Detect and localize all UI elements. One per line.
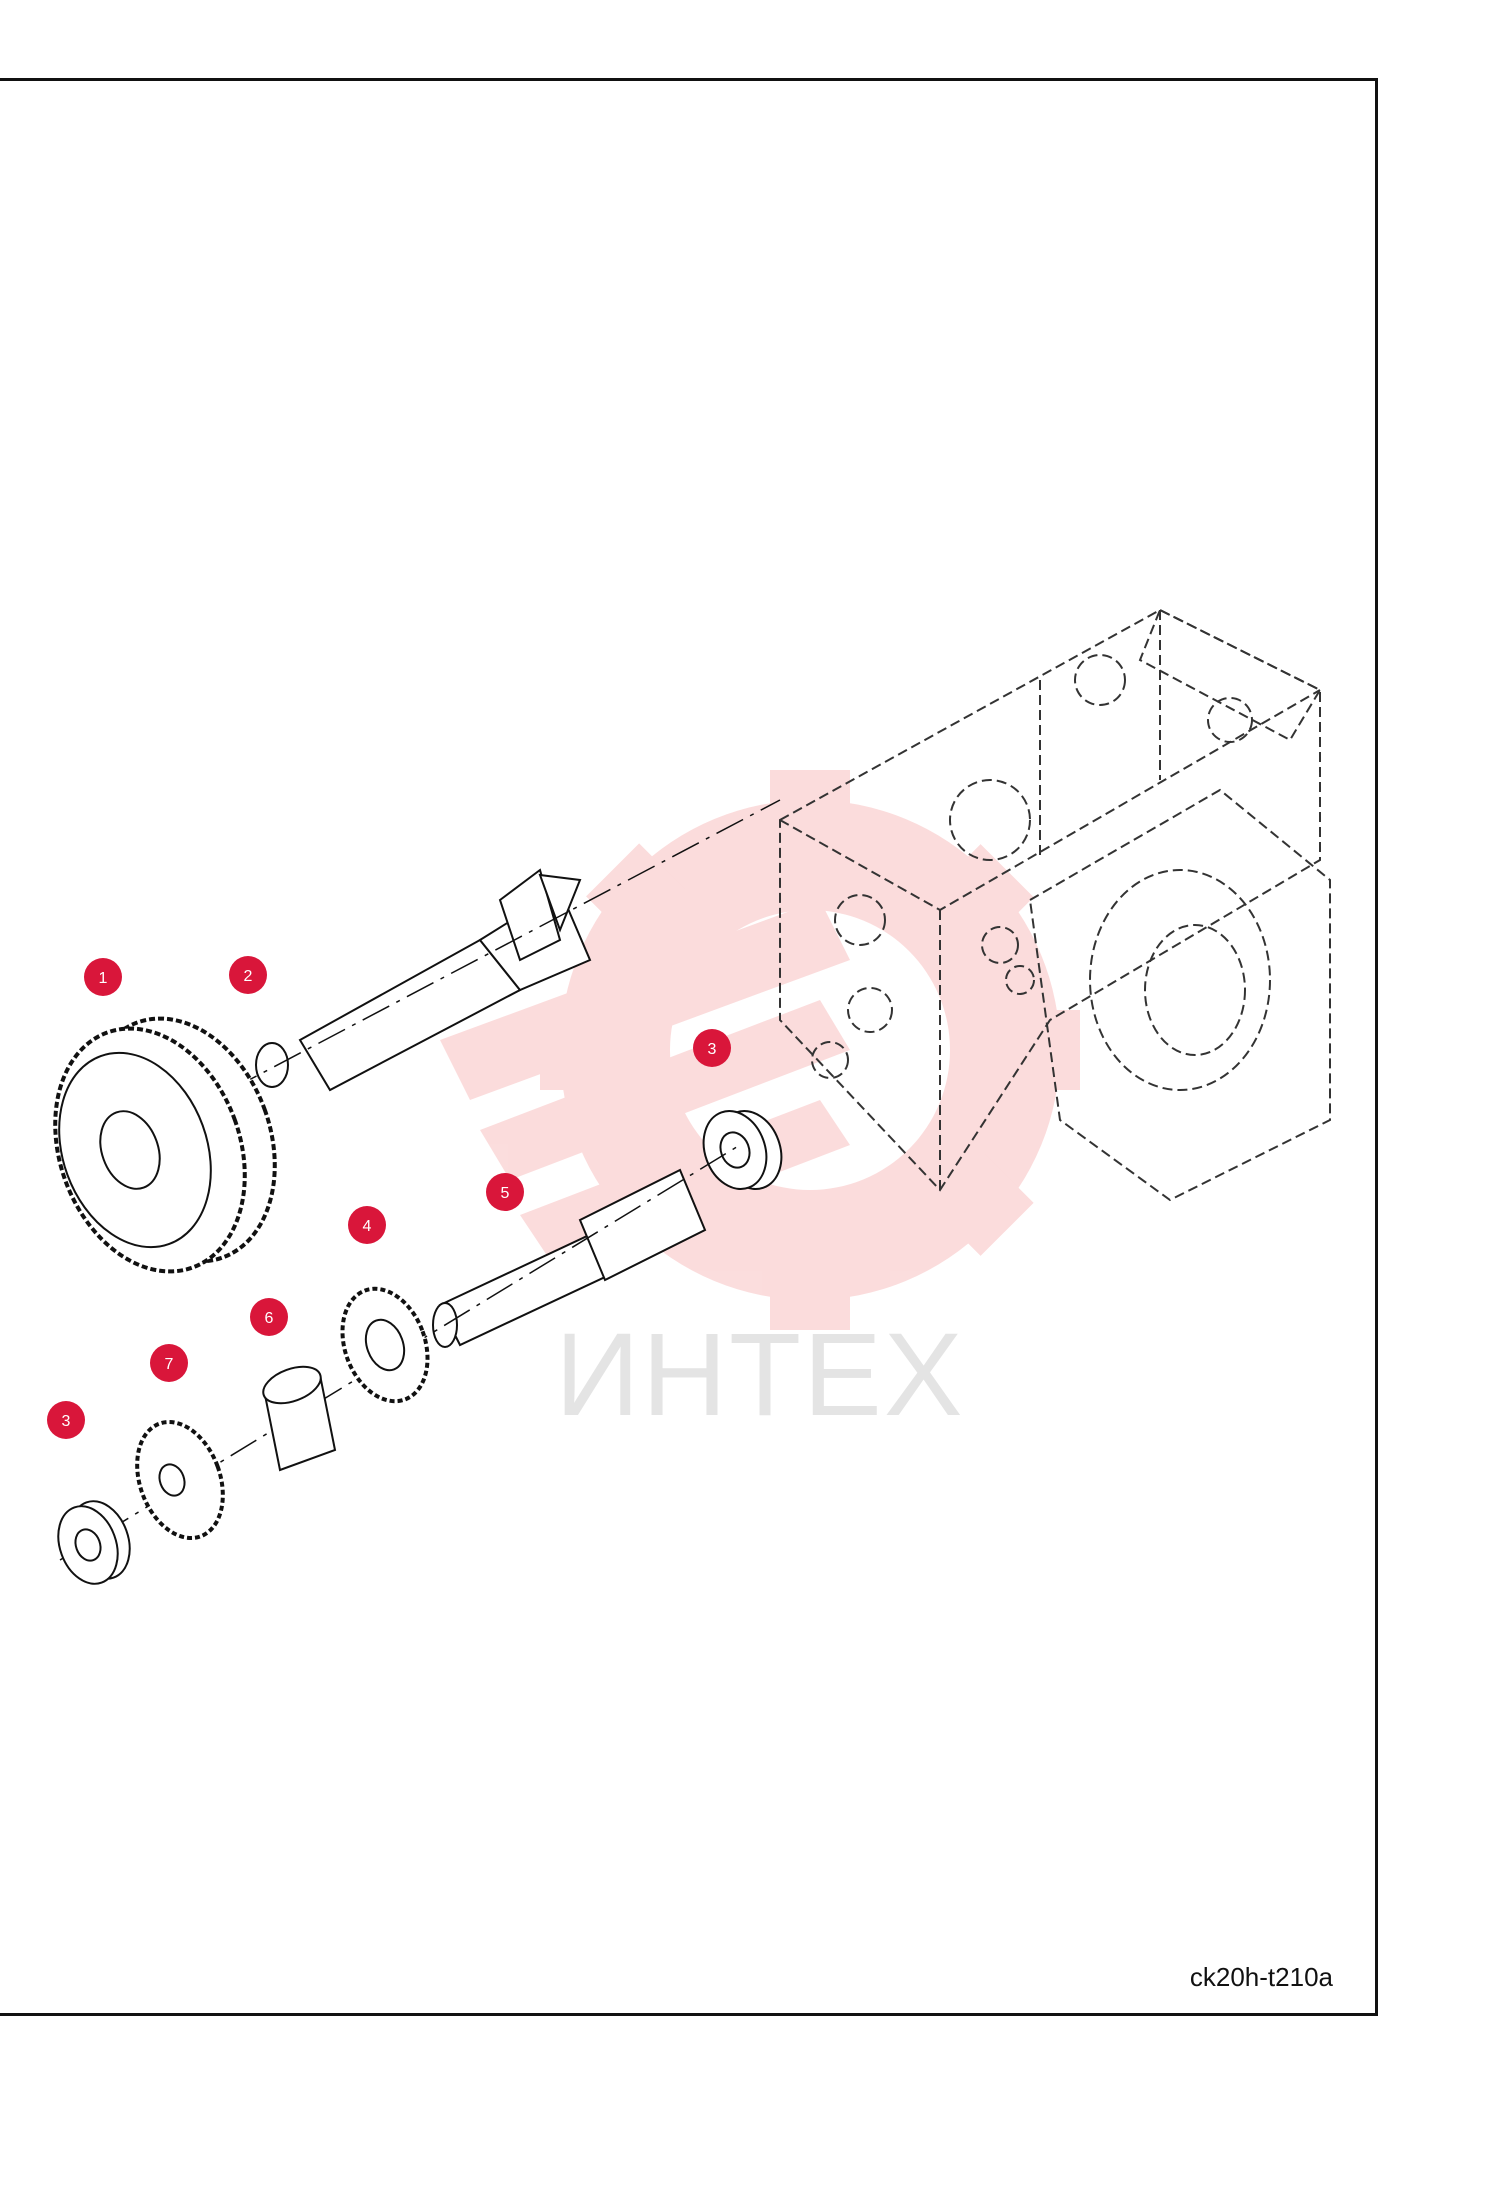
gear-7 [135, 1419, 225, 1541]
watermark-logo [440, 770, 1080, 1330]
callout-6-label: 6 [265, 1310, 274, 1327]
callout-7: 7 [150, 1344, 188, 1382]
callout-2: 2 [229, 956, 267, 994]
callout-3-upper: 3 [693, 1029, 731, 1067]
gear-4 [340, 1286, 430, 1404]
callout-7-label: 7 [165, 1356, 174, 1373]
output-shaft-5 [432, 1168, 707, 1348]
gear-1 [53, 1016, 277, 1274]
circlip-2 [255, 1042, 289, 1088]
callout-3-upper-label: 3 [708, 1041, 717, 1058]
callout-3-lower-label: 3 [62, 1413, 71, 1430]
callout-5-label: 5 [501, 1185, 510, 1202]
lower-axis-line [59, 1144, 741, 1561]
callout-1-label: 1 [99, 970, 108, 987]
bearing-3-lower [57, 1500, 131, 1585]
bushing-6 [262, 1365, 337, 1472]
upper-axis-line [229, 799, 781, 1091]
bearing-3-upper [702, 1110, 783, 1190]
callout-3-lower: 3 [47, 1401, 85, 1439]
transmission-housing [779, 608, 1331, 1202]
watermark-text: ИНТЕХ [555, 1309, 965, 1441]
callout-2-label: 2 [244, 968, 253, 985]
drawing-id-label: ck20h-t210a [1189, 1962, 1333, 1992]
callout-4-label: 4 [363, 1218, 372, 1235]
callout-1: 1 [84, 958, 122, 996]
callout-4: 4 [348, 1206, 386, 1244]
callout-5: 5 [486, 1173, 524, 1211]
callout-6: 6 [250, 1298, 288, 1336]
